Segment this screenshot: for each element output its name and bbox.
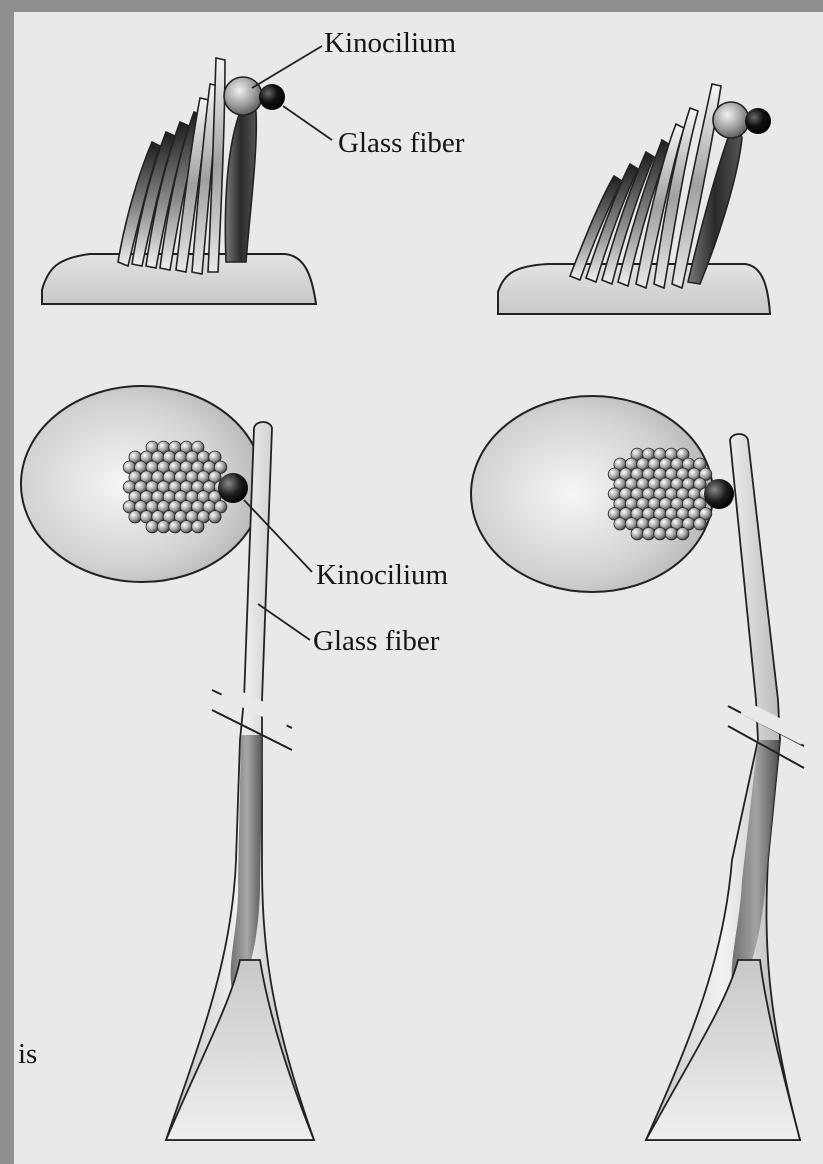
margin-text-fragment: is bbox=[18, 1038, 37, 1070]
top-glass-fiber-label: Glass fiber bbox=[338, 127, 465, 159]
stereocilium-dot bbox=[146, 521, 158, 533]
stereocilium-dot bbox=[642, 528, 654, 540]
top-kinocilium-label: Kinocilium bbox=[324, 27, 457, 59]
stereocilium-dot bbox=[665, 528, 677, 540]
bottom-left-kinocilium bbox=[218, 473, 248, 503]
stereocilium-dot bbox=[631, 528, 643, 540]
bottom-left-stereocilia-cluster bbox=[123, 441, 227, 533]
top-right-glass-fiber-tip bbox=[745, 108, 771, 134]
stereocilium-dot bbox=[157, 521, 169, 533]
stereocilium-dot bbox=[169, 521, 181, 533]
stereocilium-dot bbox=[677, 528, 689, 540]
bottom-right-stereocilia-cluster bbox=[608, 448, 712, 540]
stereocilium-dot bbox=[654, 528, 666, 540]
bottom-glass-fiber-label: Glass fiber bbox=[313, 625, 440, 657]
top-right-cell-body bbox=[498, 264, 770, 314]
stereocilium-dot bbox=[694, 518, 706, 530]
stereocilium-dot bbox=[614, 518, 626, 530]
stereocilium-dot bbox=[192, 521, 204, 533]
top-left-glass-fiber-tip bbox=[259, 84, 285, 110]
top-right-kinocilium-bulb bbox=[713, 102, 749, 138]
bottom-kinocilium-label: Kinocilium bbox=[316, 559, 449, 591]
stereocilium-dot bbox=[209, 511, 221, 523]
bottom-right-kinocilium bbox=[704, 479, 734, 509]
stereocilium-dot bbox=[180, 521, 192, 533]
stereocilium-dot bbox=[129, 511, 141, 523]
top-left-kinocilium-bulb bbox=[224, 77, 262, 115]
